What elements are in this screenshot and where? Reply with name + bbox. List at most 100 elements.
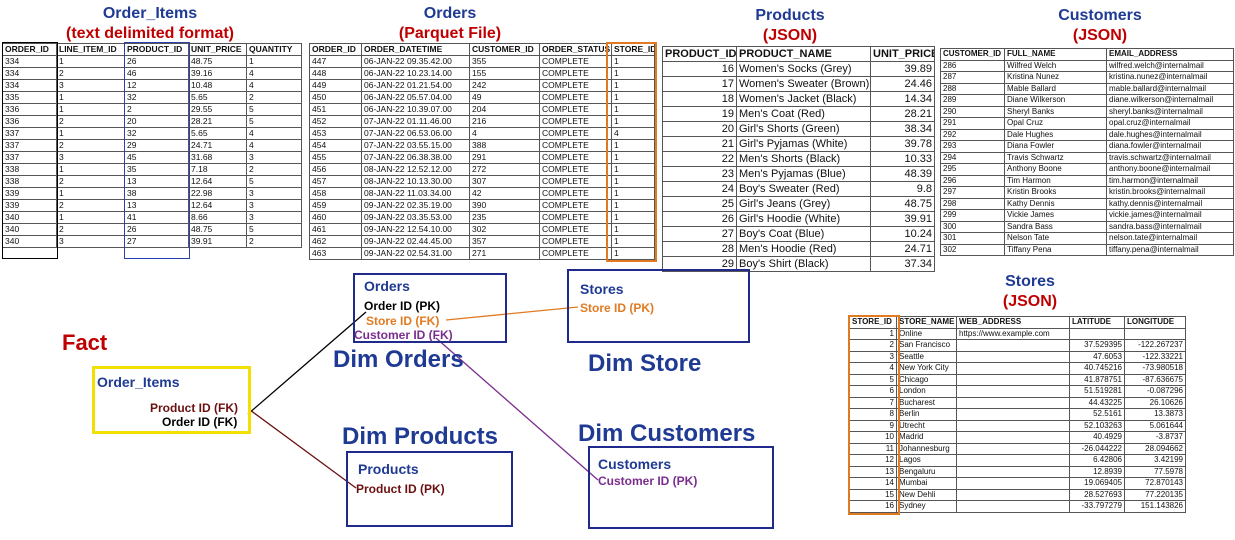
products-title-name: Products [755,7,825,24]
table-cell: 299 [940,209,1005,222]
customers-box-title: Customers [598,456,672,472]
table-cell: 296 [940,174,1005,187]
table-cell: Tiffany Pena [1004,243,1107,256]
table-cell: Anthony Boone [1004,163,1107,176]
table-cell: Women's Jacket (Black) [736,91,871,107]
table-cell: 39.78 [870,136,935,152]
dim-products-label: Dim Products [342,423,499,450]
table-cell: -33.797279 [1069,500,1125,513]
table-cell: Girl's Shorts (Green) [736,121,871,137]
table-cell: Women's Sweater (Brown) [736,76,871,92]
customers-title: Customers (JSON) [1040,6,1160,46]
order-items-title: Order_Items (text delimited format) [60,4,240,44]
column-header: PRODUCT_NAME [736,46,871,62]
table-cell: opal.cruz@internalmail [1106,117,1234,130]
orders-title-format: (Parquet File) [398,25,502,42]
customers-customer-pk: Customer ID (PK) [598,474,698,488]
column-header: CUSTOMER_ID [940,48,1005,61]
table-cell: 37.34 [870,256,935,272]
column-header: ORDER_STATUS [539,43,612,56]
stores-title: Stores (JSON) [980,272,1080,312]
customer-fk-to-customers-line [435,337,599,481]
orders-order-pk: Order ID (PK) [364,299,441,313]
customers-title-name: Customers [1058,7,1142,24]
table-cell: 16 [849,500,897,513]
order-items-title-format: (text delimited format) [65,25,234,42]
table-cell: 302 [940,243,1005,256]
fact-label: Fact [62,330,108,355]
orders-box-title: Orders [364,278,410,294]
table-cell: 1 [611,247,655,260]
order-items-table: ORDER_ID LINE_ITEM_ID PRODUCT_ID UNIT_PR… [2,43,302,248]
table-cell: 39.91 [870,211,935,227]
products-dim-box [346,451,513,527]
product-fk-to-products-line [249,409,357,489]
products-title-format: (JSON) [762,27,818,44]
orders-dim-box [353,273,507,343]
fact-order-fk: Order ID (FK) [162,415,238,429]
products-title: Products (JSON) [730,6,850,46]
table-cell: kathy.dennis@internalmail [1106,197,1234,210]
table-cell: 297 [940,186,1005,199]
table-header-row: ORDER_ID LINE_ITEM_ID PRODUCT_ID UNIT_PR… [2,43,302,56]
table-cell: 38.34 [870,121,935,137]
column-header: UNIT_PRICE [188,43,247,56]
table-cell: diana.fowler@internalmail [1106,140,1234,153]
table-cell: Diana Fowler [1004,140,1107,153]
table-header-row: PRODUCT_ID PRODUCT_NAME UNIT_PRICE [662,46,935,62]
column-header: FULL_NAME [1004,48,1107,61]
table-cell: 48.39 [870,166,935,182]
table-cell: anthony.boone@internalmail [1106,163,1234,176]
table-header-row: ORDER_ID ORDER_DATETIME CUSTOMER_ID ORDE… [309,43,655,56]
dim-orders-label: Dim Orders [333,346,464,373]
fact-box-title: Order_Items [97,374,180,390]
table-cell: vickie.james@internalmail [1106,209,1234,222]
column-header: QUANTITY [246,43,302,56]
table-cell: 29 [662,256,737,272]
customers-title-format: (JSON) [1072,27,1128,44]
table-cell: Men's Pyjamas (Blue) [736,166,871,182]
table-cell: Boy's Shirt (Black) [736,256,871,272]
column-header: UNIT_PRICE [870,46,935,62]
order-items-fact-box [92,366,251,434]
orders-table: ORDER_ID ORDER_DATETIME CUSTOMER_ID ORDE… [309,43,655,260]
stores-title-format: (JSON) [1002,293,1058,310]
